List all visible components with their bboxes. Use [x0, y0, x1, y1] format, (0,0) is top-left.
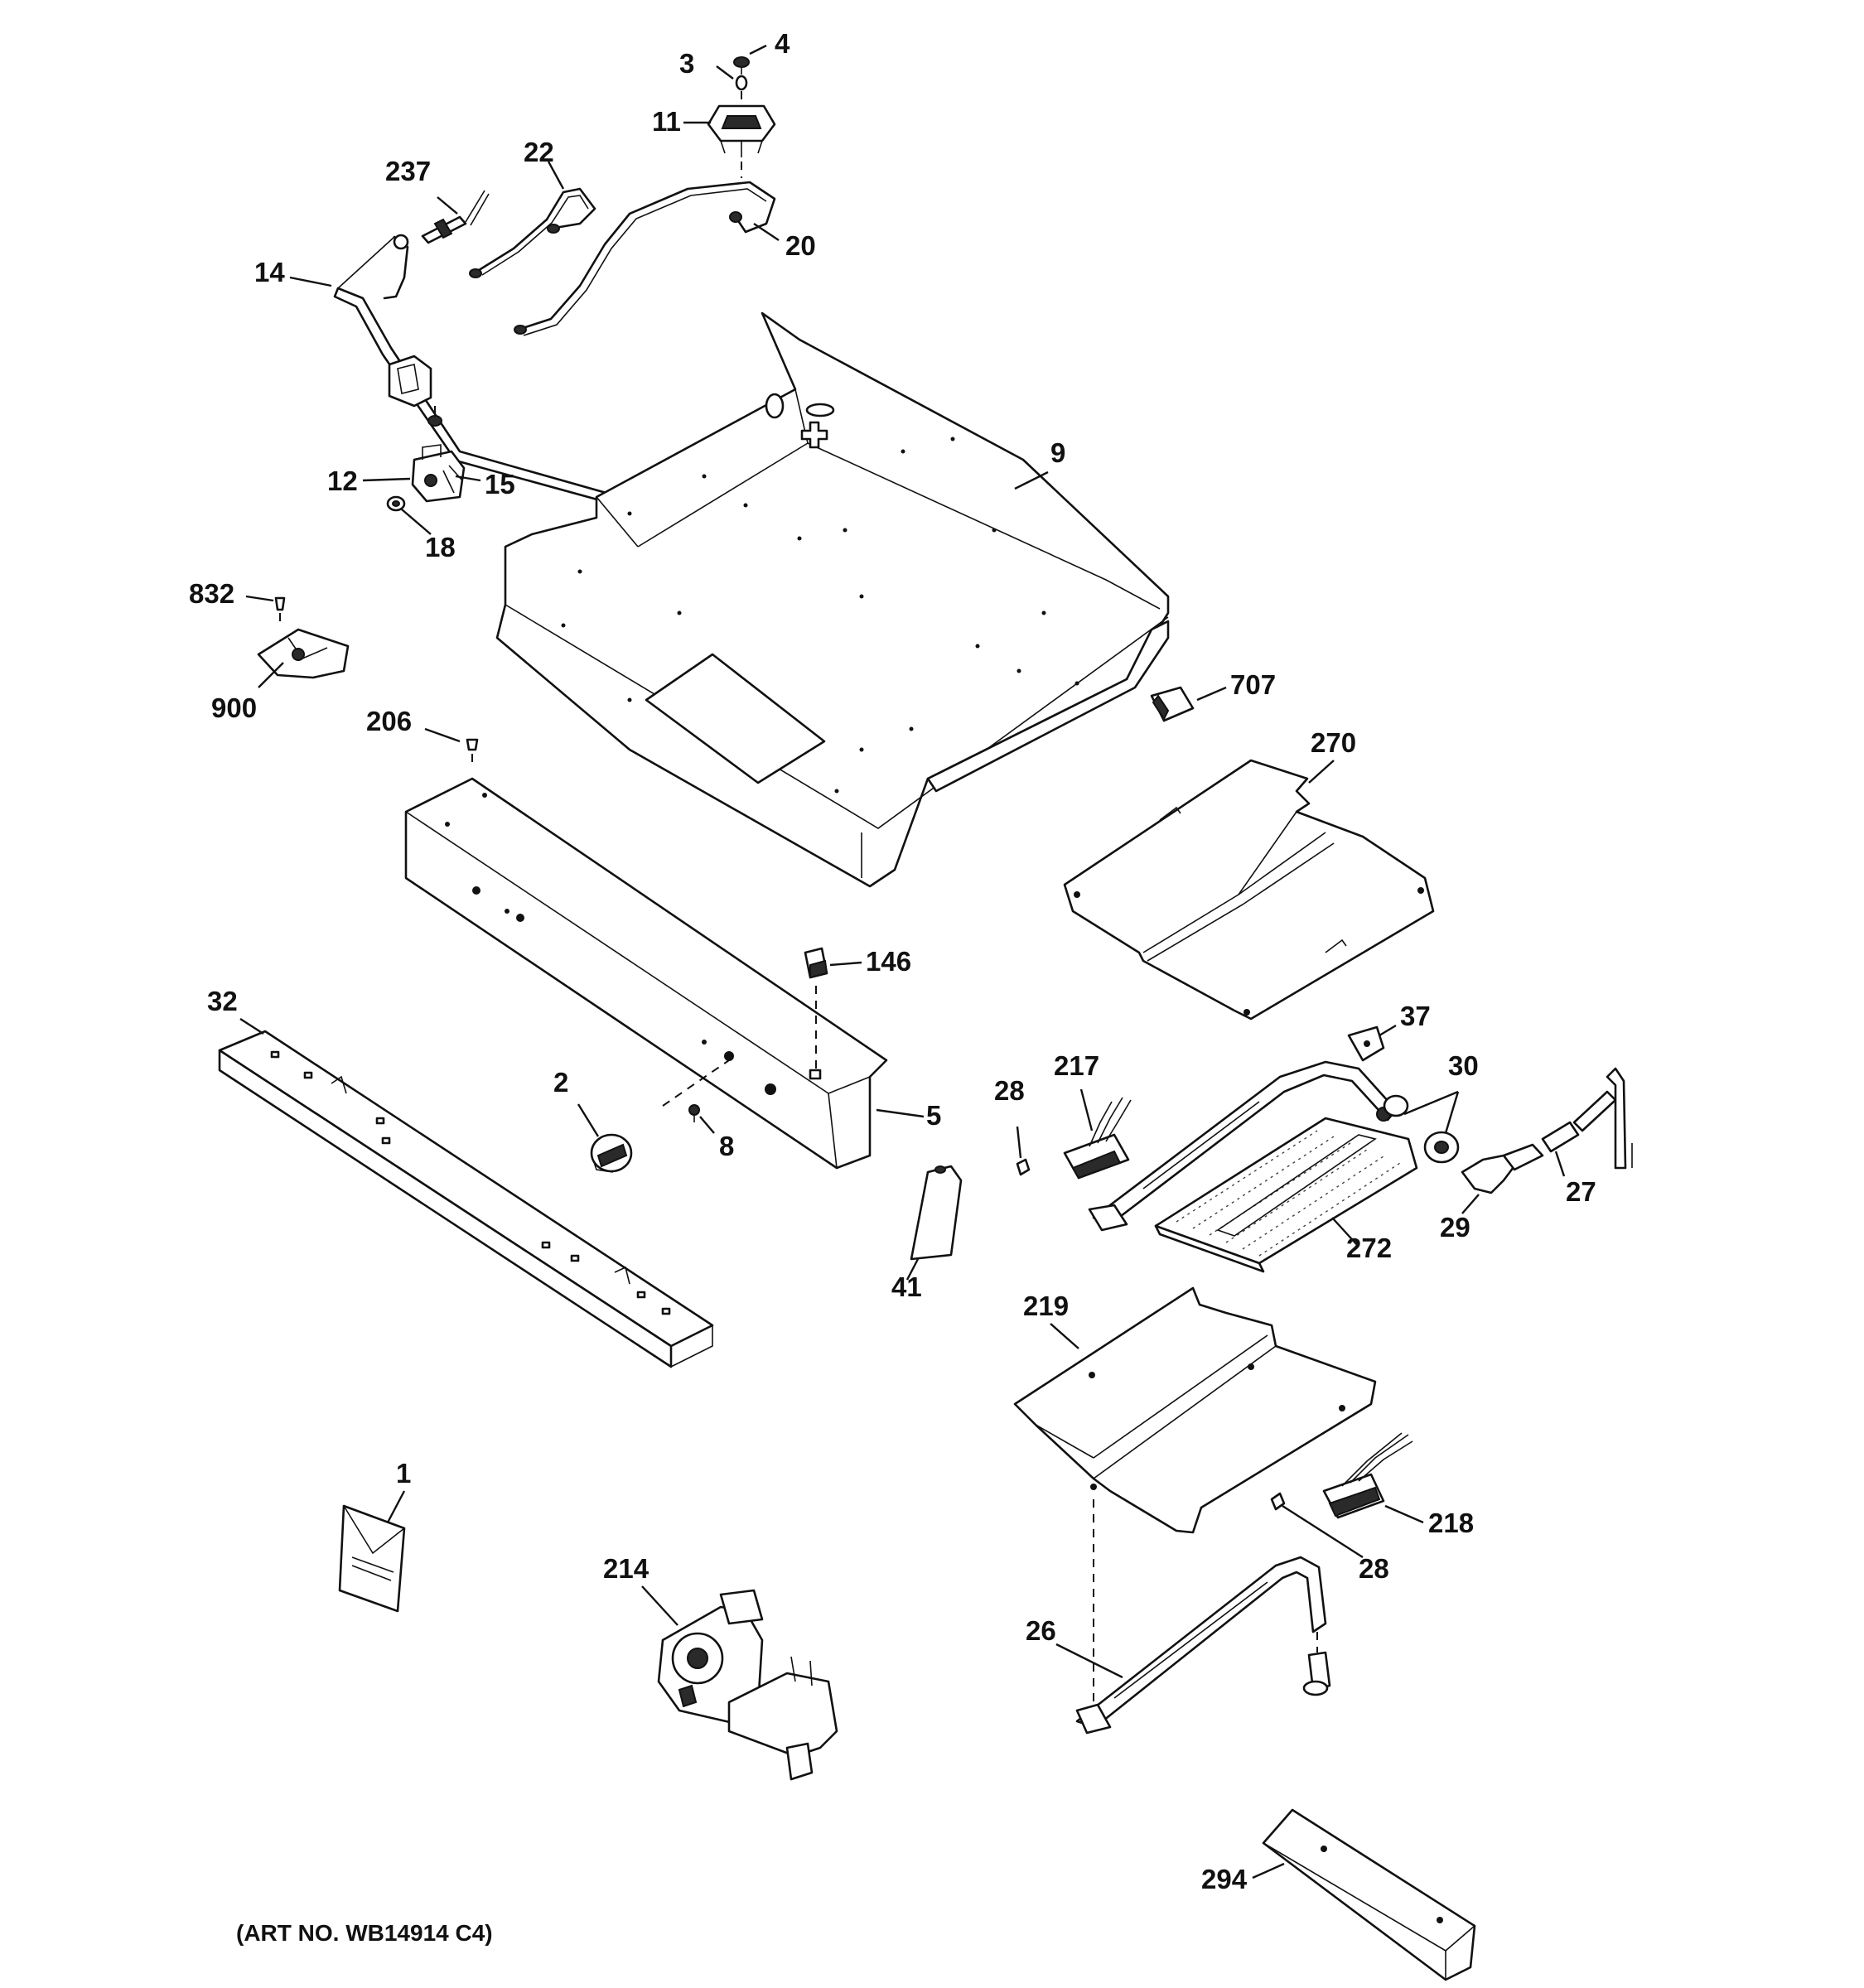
trim-strip-32 — [218, 1030, 714, 1368]
burner-cap-assembly — [707, 56, 776, 178]
nut-18 — [386, 495, 406, 512]
clip-146 — [804, 947, 828, 1080]
label-146: 146 — [866, 946, 911, 977]
fitting-237 — [421, 190, 490, 244]
label-270: 270 — [1311, 727, 1356, 758]
shield-270 — [1063, 759, 1435, 1021]
callout-labels: 4 3 11 237 22 20 14 9 12 15 18 832 900 2… — [189, 28, 1596, 1894]
burner-26 — [1075, 1556, 1331, 1735]
label-3: 3 — [679, 48, 694, 79]
grommet-707 — [1150, 686, 1195, 722]
label-900: 900 — [211, 692, 257, 723]
label-4: 4 — [775, 28, 790, 59]
label-2: 2 — [553, 1067, 568, 1098]
bracket-37 — [1347, 1025, 1385, 1062]
elbow-29 — [1461, 1143, 1544, 1194]
leader-lines — [239, 44, 1566, 1879]
label-832: 832 — [189, 578, 234, 609]
burner-box-9 — [495, 311, 1170, 888]
label-219: 219 — [1023, 1291, 1069, 1321]
connector-217 — [1063, 1097, 1132, 1180]
control-panel-5 — [404, 777, 888, 1170]
label-218: 218 — [1428, 1508, 1474, 1538]
art-number: (ART NO. WB14914 C4) — [236, 1920, 493, 1946]
screw-206 — [466, 738, 479, 766]
bracket-on-pipe — [388, 355, 442, 427]
label-11: 11 — [652, 106, 681, 137]
cover-41 — [910, 1165, 963, 1261]
label-14: 14 — [254, 257, 285, 287]
label-26: 26 — [1026, 1615, 1056, 1646]
gas-tube-20 — [514, 181, 776, 336]
rail-294 — [1262, 1808, 1476, 1981]
label-18: 18 — [425, 532, 456, 562]
label-5: 5 — [926, 1100, 941, 1131]
gas-tube-22 — [469, 187, 596, 278]
label-206: 206 — [366, 706, 412, 736]
valve-214 — [657, 1589, 838, 1781]
valve-12 — [411, 444, 466, 503]
clip-28-upper — [1016, 1158, 1031, 1176]
label-27: 27 — [1566, 1176, 1596, 1207]
fitting-27 — [1541, 1067, 1633, 1170]
label-37: 37 — [1400, 1001, 1431, 1031]
label-217: 217 — [1054, 1050, 1099, 1081]
label-12: 12 — [327, 466, 358, 496]
burner-tube-upper — [1088, 1060, 1398, 1232]
label-41: 41 — [891, 1271, 922, 1302]
connector-218 — [1322, 1432, 1413, 1519]
label-15: 15 — [485, 469, 515, 499]
box-holes — [561, 437, 1079, 794]
label-32: 32 — [207, 986, 238, 1016]
manual-1 — [338, 1504, 406, 1613]
label-294: 294 — [1201, 1864, 1248, 1894]
label-707: 707 — [1230, 669, 1276, 700]
label-30: 30 — [1448, 1050, 1479, 1081]
label-29: 29 — [1440, 1212, 1470, 1242]
label-28-lower: 28 — [1359, 1553, 1389, 1584]
knob-2 — [590, 1133, 633, 1173]
clip-28-lower — [1270, 1492, 1286, 1511]
label-9: 9 — [1050, 437, 1065, 468]
label-272: 272 — [1346, 1233, 1392, 1263]
screw-8 — [688, 1104, 700, 1122]
burner-plate-272 — [1154, 1117, 1418, 1273]
label-20: 20 — [785, 230, 816, 261]
label-22: 22 — [524, 137, 554, 167]
label-237: 237 — [385, 156, 431, 186]
label-28-upper: 28 — [994, 1075, 1025, 1106]
label-8: 8 — [719, 1131, 734, 1161]
shield-219 — [1013, 1286, 1377, 1706]
label-214: 214 — [603, 1553, 650, 1584]
orifice-30 — [1383, 1094, 1460, 1164]
label-1: 1 — [396, 1458, 411, 1489]
bracket-900 — [257, 596, 350, 679]
